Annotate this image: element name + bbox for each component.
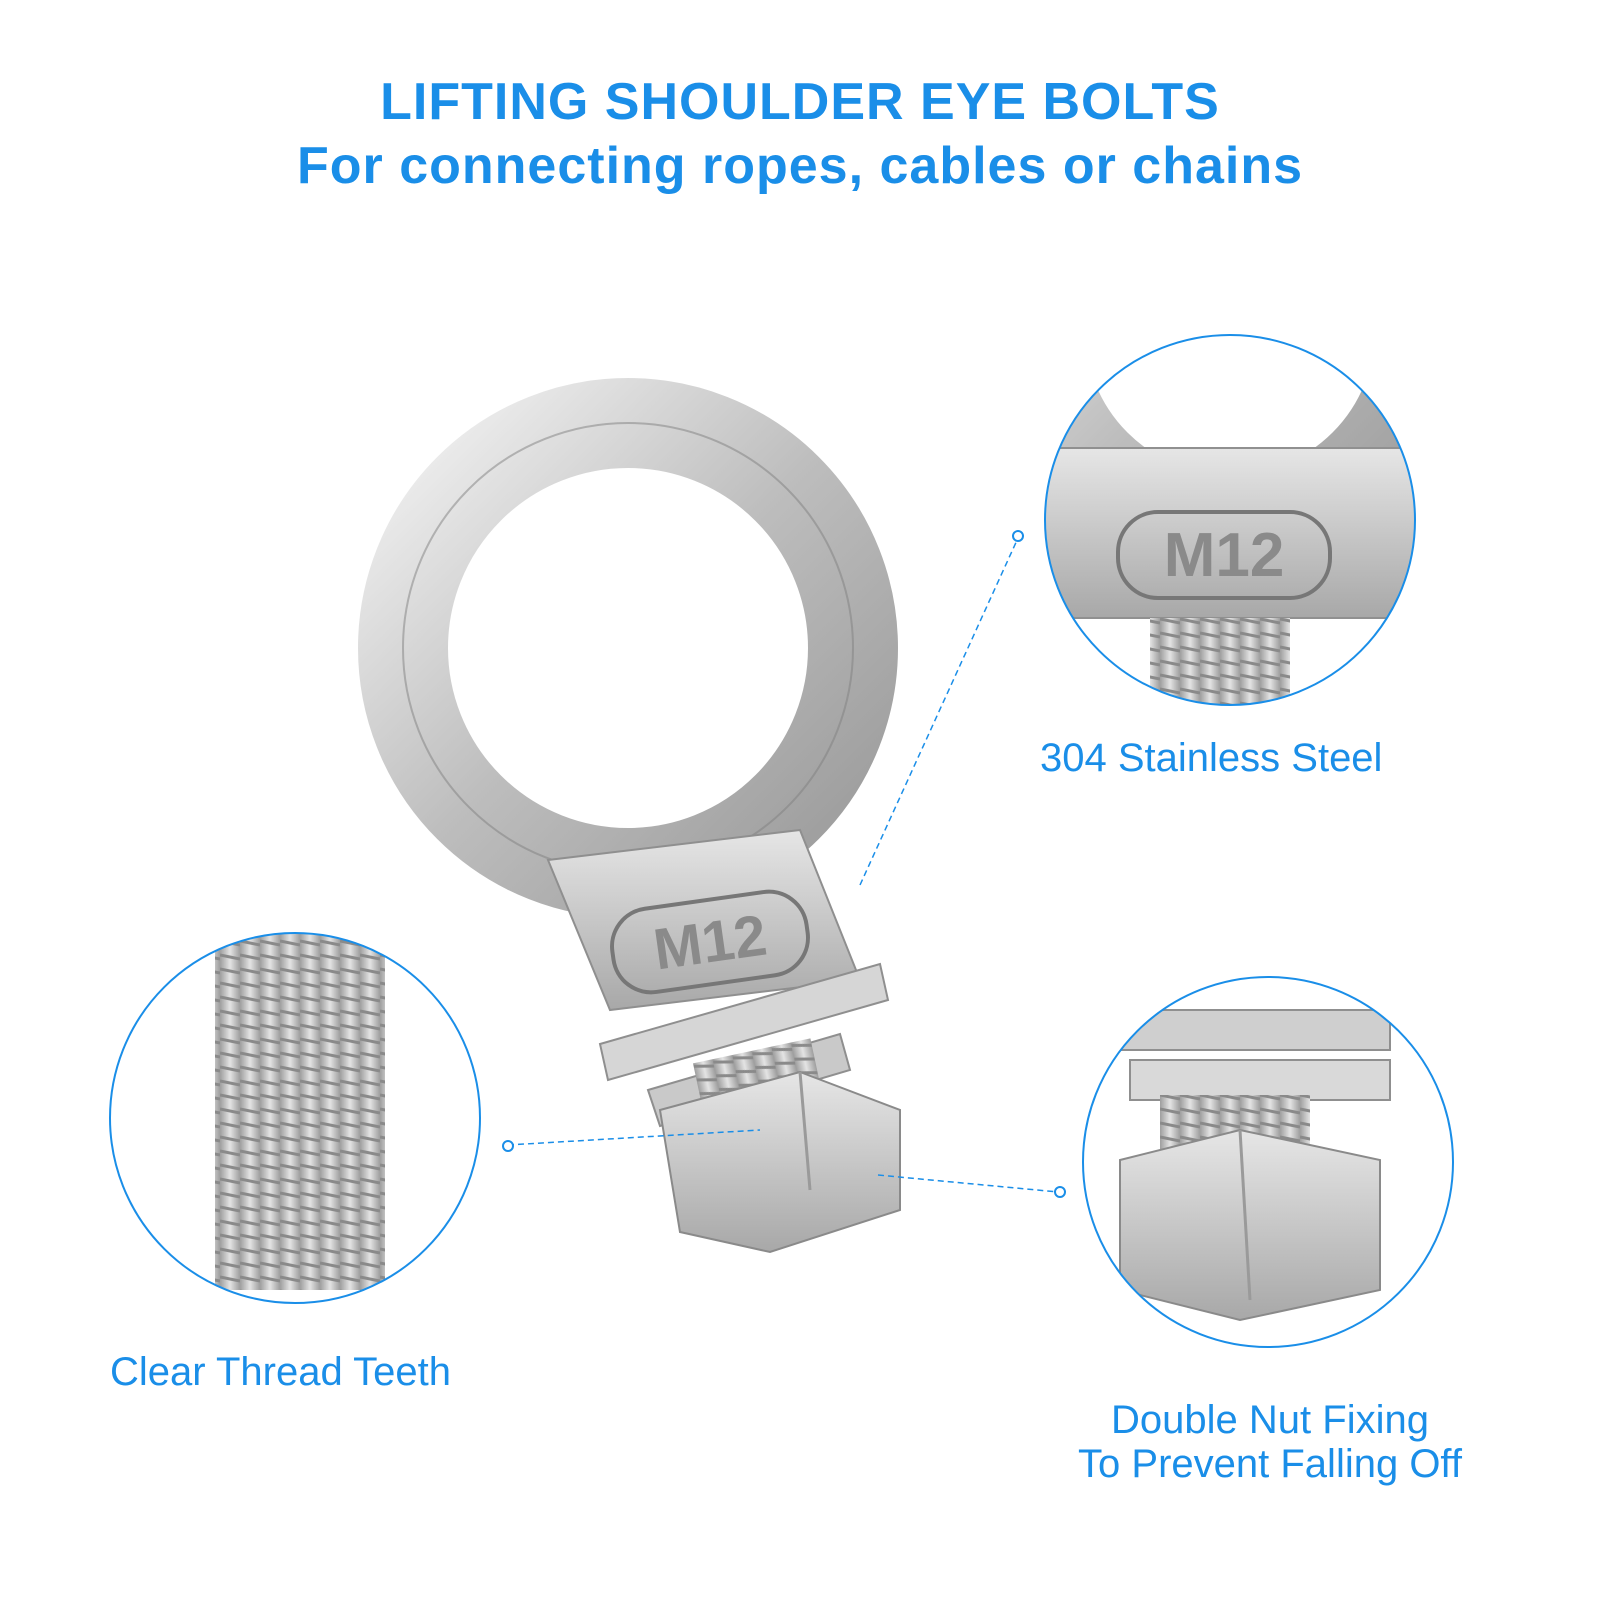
- zoom-circle-thread: [109, 932, 481, 1304]
- callout-nut-line2: To Prevent Falling Off: [1078, 1442, 1462, 1486]
- zoom-circle-material: M12: [1044, 334, 1416, 706]
- eye-bolt-icon: M12: [358, 378, 901, 1254]
- header: LIFTING SHOULDER EYE BOLTS For connectin…: [0, 70, 1600, 198]
- callout-nut-line1: Double Nut Fixing: [1111, 1398, 1429, 1442]
- zoom-circle-nut: [1082, 976, 1454, 1348]
- page-title: LIFTING SHOULDER EYE BOLTS: [380, 73, 1220, 131]
- callout-thread: Clear Thread Teeth: [110, 1350, 451, 1394]
- bolt-marking: M12: [650, 902, 771, 982]
- leader-lines: [502, 530, 1066, 1198]
- callout-material: 304 Stainless Steel: [1040, 736, 1383, 780]
- page-subtitle: For connecting ropes, cables or chains: [296, 137, 1304, 195]
- zoom-marking: M12: [1164, 521, 1285, 590]
